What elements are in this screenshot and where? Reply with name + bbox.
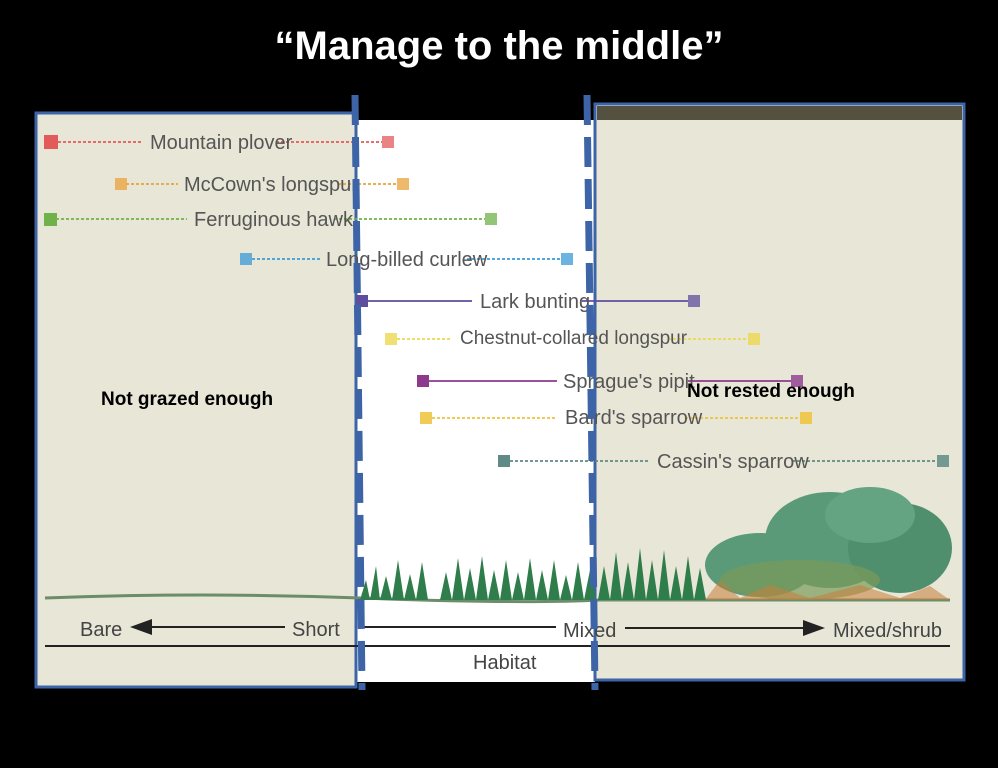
- right-panel-header-strip: [597, 106, 962, 120]
- species-label: Lark bunting: [480, 291, 590, 313]
- not-rested-enough-label: Not rested enough: [687, 381, 855, 402]
- axis-title-habitat: Habitat: [473, 652, 537, 674]
- range-end-marker: [397, 178, 409, 190]
- species-row: McCown's longspur: [115, 174, 409, 196]
- range-end-marker: [800, 412, 812, 424]
- arrow-left-icon: [130, 619, 152, 635]
- species-label: Mountain plover: [150, 132, 293, 154]
- left-panel: [34, 111, 358, 689]
- grass-illustration: [360, 548, 706, 600]
- species-row: Chestnut-collared longspur: [385, 328, 760, 349]
- range-end-marker: [561, 253, 573, 265]
- shrub-illustration: [705, 487, 952, 600]
- slide-title: “Manage to the middle”: [274, 24, 724, 68]
- right-boundary-dashed-line: [583, 94, 599, 691]
- range-start-marker: [44, 135, 58, 149]
- species-row: Baird's sparrow: [420, 407, 812, 429]
- range-end-marker: [382, 136, 394, 148]
- species-label: Long-billed curlew: [326, 249, 488, 271]
- range-start-marker: [115, 178, 127, 190]
- range-end-marker: [791, 375, 803, 387]
- arrow-right-icon: [803, 620, 825, 636]
- species-row: Mountain plover: [44, 132, 394, 154]
- range-start-marker: [385, 333, 397, 345]
- species-row: Long-billed curlew: [240, 249, 573, 271]
- range-start-marker: [240, 253, 252, 265]
- range-start-marker: [498, 455, 510, 467]
- species-label: Sprague's pipit: [563, 371, 695, 393]
- species-label: Ferruginous hawk: [194, 209, 354, 231]
- species-row: Cassin's sparrow: [498, 451, 949, 473]
- axis-label-short: Short: [292, 619, 340, 641]
- range-start-marker: [420, 412, 432, 424]
- species-row: Lark bunting: [356, 291, 700, 313]
- species-row: Sprague's pipit: [417, 371, 803, 393]
- range-end-marker: [937, 455, 949, 467]
- range-start-marker: [356, 295, 368, 307]
- species-label: Chestnut-collared longspur: [460, 328, 688, 349]
- range-end-marker: [748, 333, 760, 345]
- left-boundary-dashed-line: [351, 94, 366, 691]
- species-label: McCown's longspur: [184, 174, 358, 196]
- species-label: Cassin's sparrow: [657, 451, 809, 473]
- range-end-marker: [688, 295, 700, 307]
- range-end-marker: [485, 213, 497, 225]
- axis-label-mixed-shrub: Mixed/shrub: [833, 620, 942, 642]
- ground-line: [44, 593, 950, 604]
- range-start-marker: [417, 375, 429, 387]
- species-label: Baird's sparrow: [565, 407, 703, 429]
- species-row: Ferruginous hawk: [44, 209, 497, 231]
- axis-label-mixed: Mixed: [563, 620, 616, 642]
- not-grazed-enough-label: Not grazed enough: [101, 389, 274, 410]
- range-start-marker: [44, 213, 57, 226]
- axis-label-bare: Bare: [80, 619, 122, 641]
